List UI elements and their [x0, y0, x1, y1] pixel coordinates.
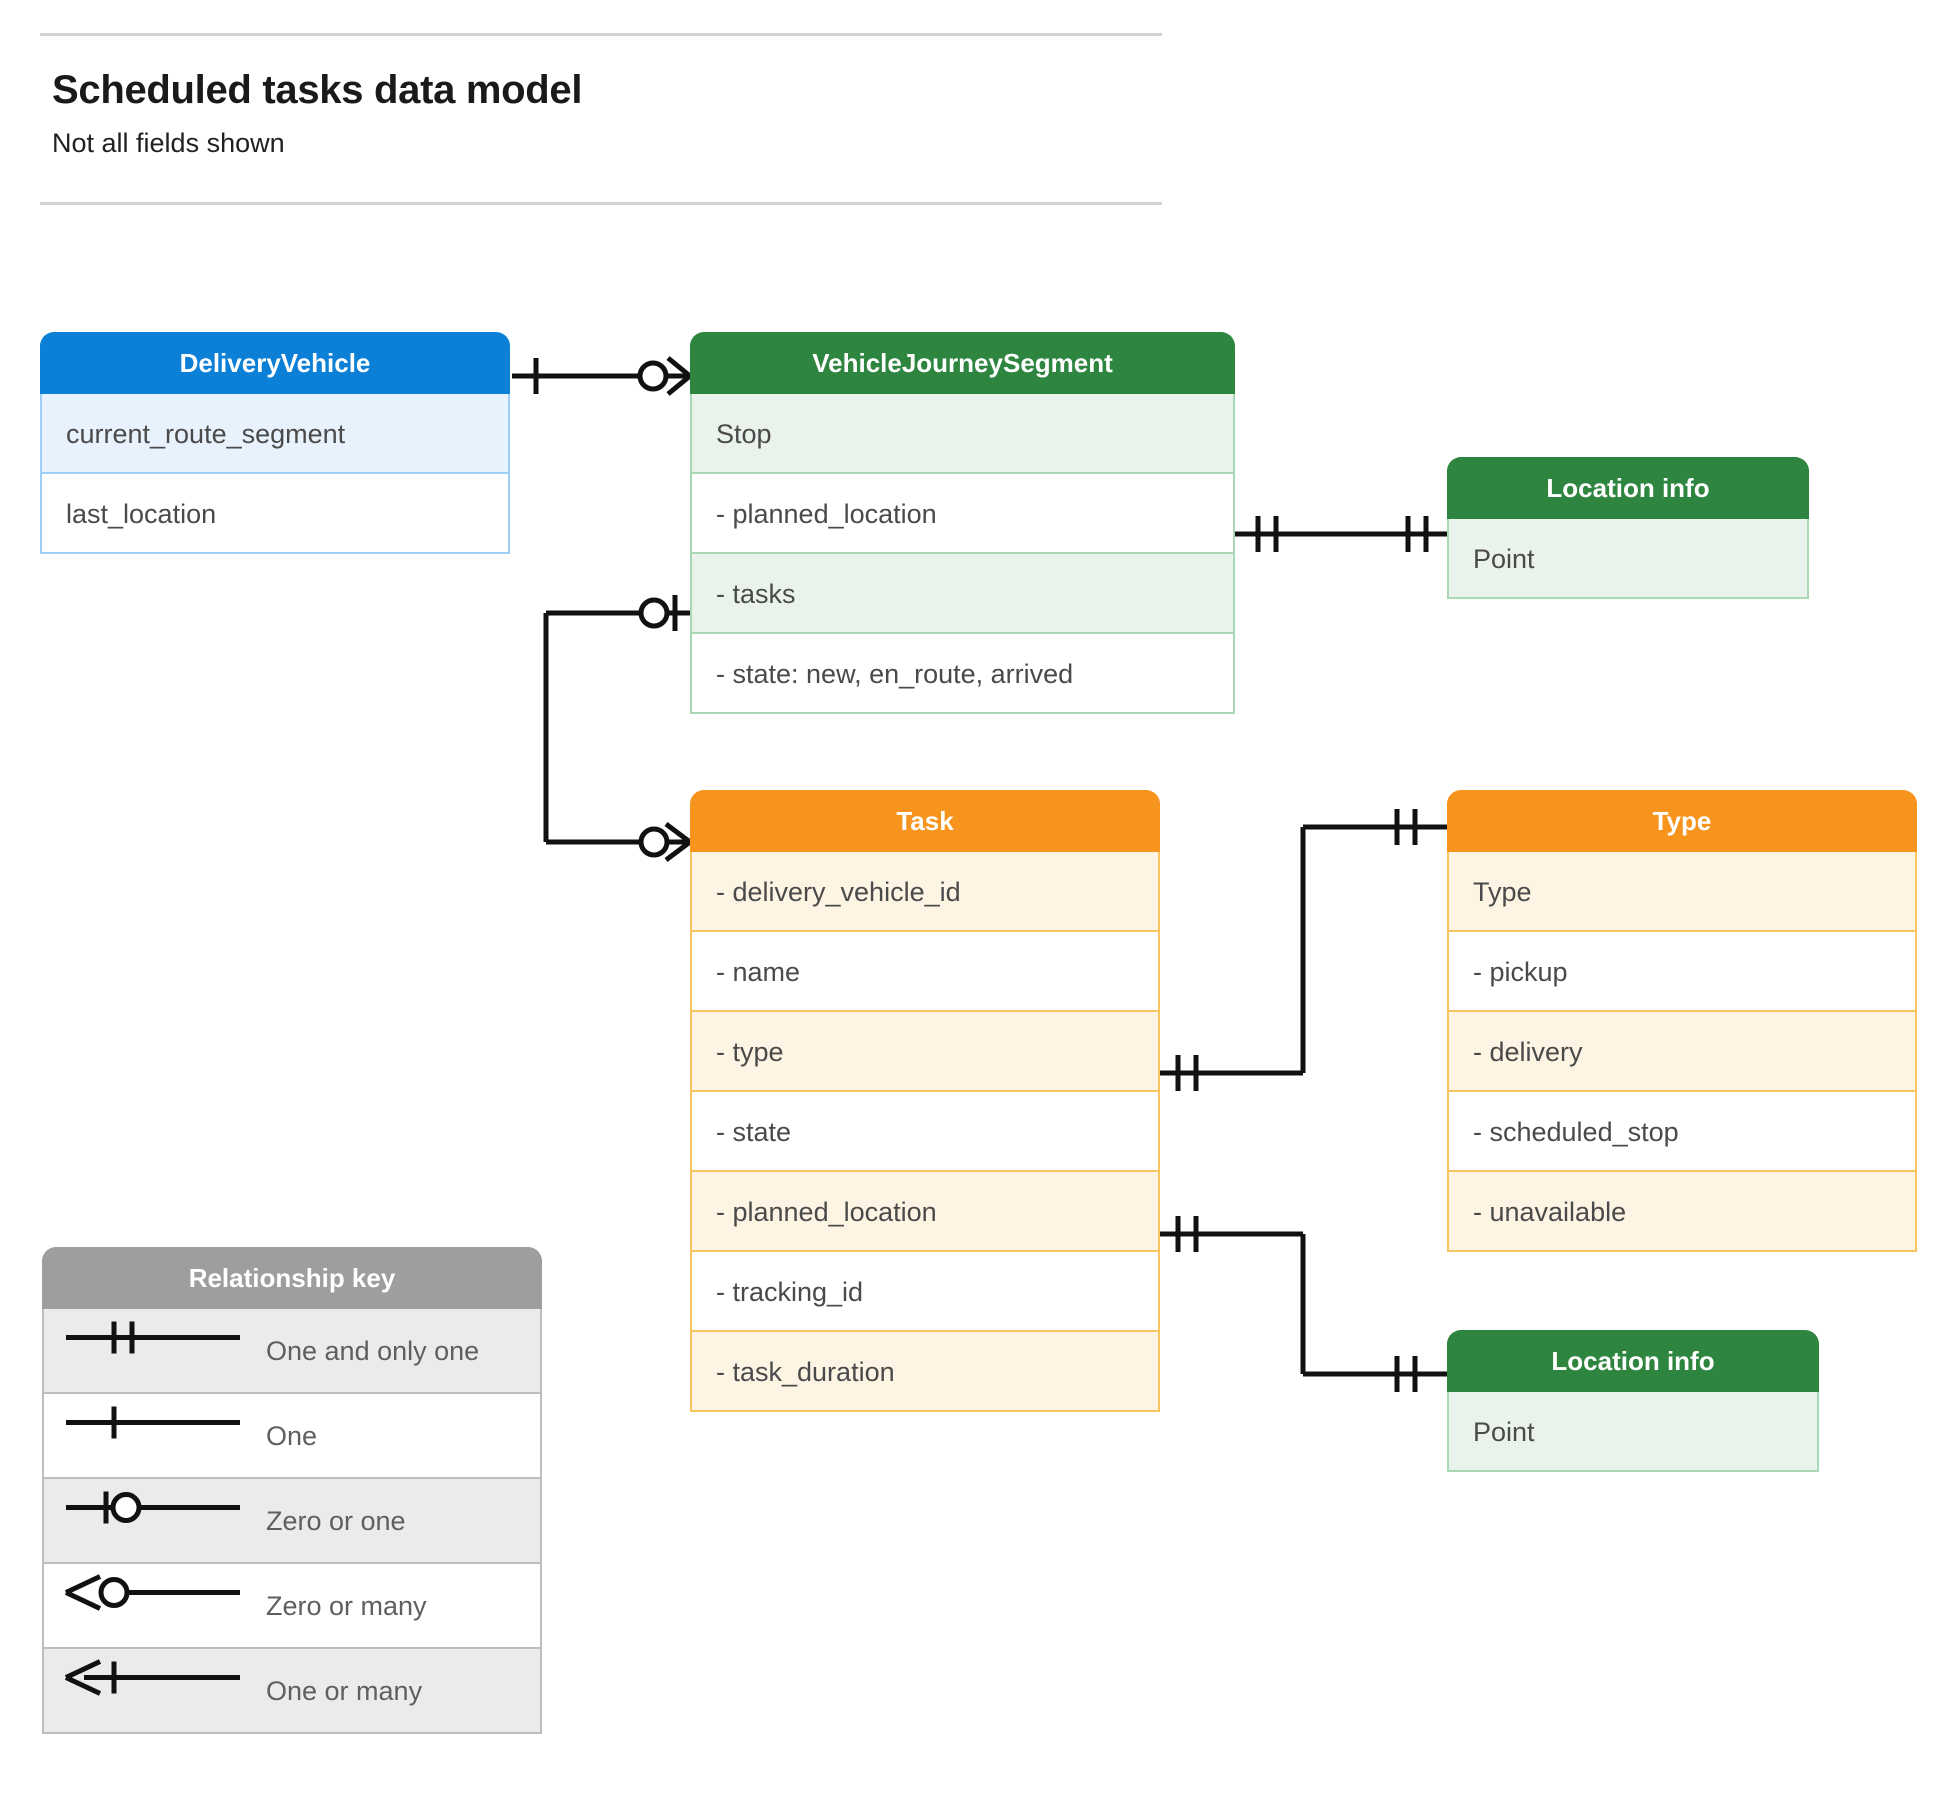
field-row: - delivery_vehicle_id — [690, 852, 1160, 932]
field-row: - delivery — [1447, 1012, 1917, 1092]
field-row: - planned_location — [690, 1172, 1160, 1252]
field-row: - tasks — [690, 554, 1235, 634]
field-row: - state: new, en_route, arrived — [690, 634, 1235, 714]
connector-vjs-locationinfo — [1235, 516, 1447, 552]
entity-vehicle-journey-segment[interactable]: VehicleJourneySegment Stop - planned_loc… — [690, 332, 1235, 714]
field-row: - tracking_id — [690, 1252, 1160, 1332]
page-title: Scheduled tasks data model — [52, 68, 583, 112]
field-row: - name — [690, 932, 1160, 1012]
field-row: Point — [1447, 519, 1809, 599]
field-row: Type — [1447, 852, 1917, 932]
field-row: - type — [690, 1012, 1160, 1092]
header-divider-top — [40, 33, 1162, 36]
entity-header-task: Task — [690, 790, 1160, 852]
entity-task[interactable]: Task - delivery_vehicle_id - name - type… — [690, 790, 1160, 1412]
entity-header-location-info: Location info — [1447, 457, 1809, 519]
field-row: last_location — [40, 474, 510, 554]
field-row: - state — [690, 1092, 1160, 1172]
one-or-many-icon — [64, 1649, 244, 1732]
entity-header-location-info: Location info — [1447, 1330, 1819, 1392]
legend-item-zero-or-many: Zero or many — [42, 1564, 542, 1649]
legend-item-one-and-only-one: One and only one — [42, 1309, 542, 1394]
page-subtitle: Not all fields shown — [52, 128, 285, 158]
zero-or-many-icon — [64, 1564, 244, 1647]
field-row: Point — [1447, 1392, 1819, 1472]
entity-location-info-bottom[interactable]: Location info Point — [1447, 1330, 1819, 1472]
entity-delivery-vehicle[interactable]: DeliveryVehicle current_route_segment la… — [40, 332, 510, 554]
zero-or-one-icon — [64, 1479, 244, 1562]
legend-item-one: One — [42, 1394, 542, 1479]
field-row: Stop — [690, 394, 1235, 474]
one-and-only-one-icon — [64, 1309, 244, 1392]
connector-task-locationinfo — [1160, 1216, 1447, 1392]
legend-label: Zero or many — [266, 1591, 427, 1621]
entity-header-vehicle-journey-segment: VehicleJourneySegment — [690, 332, 1235, 394]
connector-deliveryvehicle-vjs — [512, 356, 692, 396]
legend-item-one-or-many: One or many — [42, 1649, 542, 1734]
field-row: - scheduled_stop — [1447, 1092, 1917, 1172]
legend-label: One — [266, 1421, 318, 1451]
header-divider-bottom — [40, 202, 1162, 205]
legend-label: Zero or one — [266, 1506, 406, 1536]
field-row: - task_duration — [690, 1332, 1160, 1412]
connector-task-type — [1160, 809, 1447, 1091]
legend-header: Relationship key — [42, 1247, 542, 1309]
legend-label: One and only one — [266, 1336, 480, 1366]
entity-header-delivery-vehicle: DeliveryVehicle — [40, 332, 510, 394]
entity-type[interactable]: Type Type - pickup - delivery - schedule… — [1447, 790, 1917, 1252]
field-row: - pickup — [1447, 932, 1917, 1012]
entity-location-info-top[interactable]: Location info Point — [1447, 457, 1809, 599]
one-icon — [64, 1394, 244, 1477]
entity-header-type: Type — [1447, 790, 1917, 852]
field-row: current_route_segment — [40, 394, 510, 474]
relationship-key-legend[interactable]: Relationship key One and only one — [42, 1247, 542, 1734]
legend-label: One or many — [266, 1676, 423, 1706]
legend-item-zero-or-one: Zero or one — [42, 1479, 542, 1564]
field-row: - planned_location — [690, 474, 1235, 554]
field-row: - unavailable — [1447, 1172, 1917, 1252]
connector-vjs-tasks-task — [543, 595, 692, 862]
